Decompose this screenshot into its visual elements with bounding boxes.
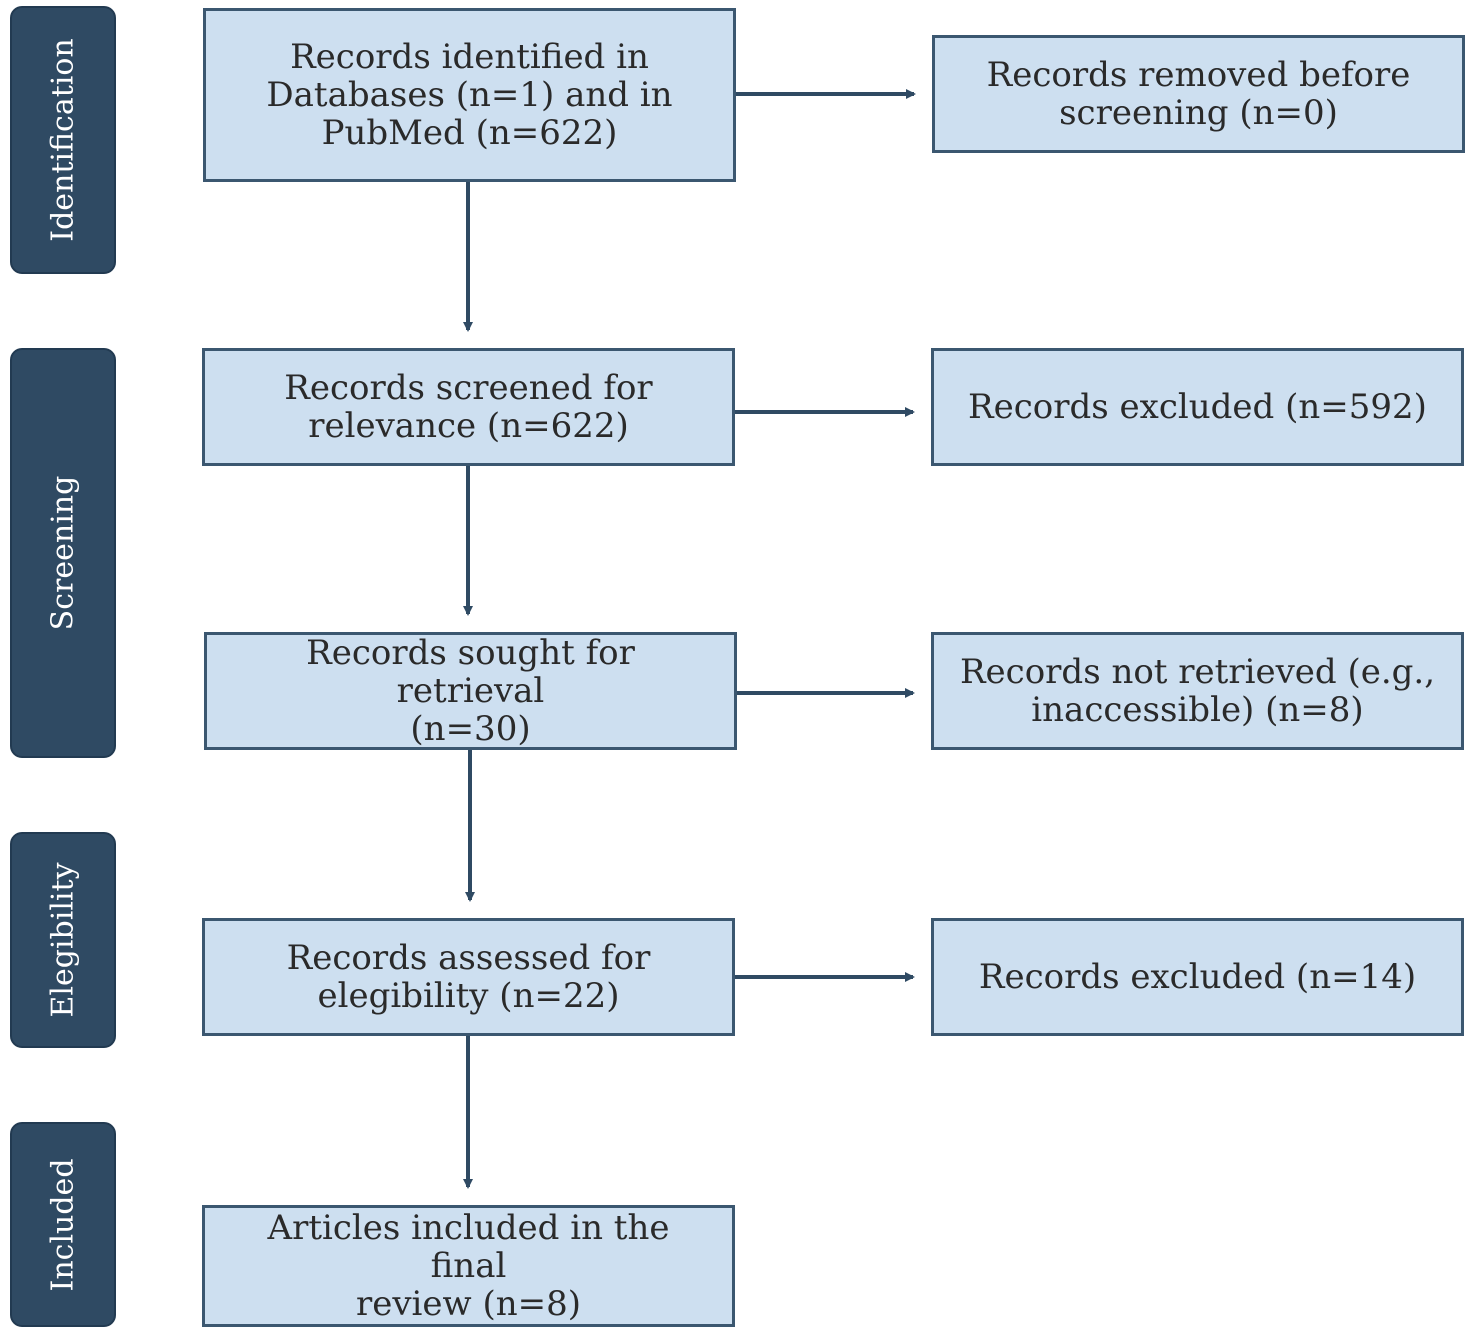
records-not-retrieved-text: Records not retrieved (e.g., inaccessibl… — [959, 652, 1436, 730]
stage-screening: Screening — [10, 348, 116, 758]
records-assessed-box: Records assessed for elegibility (n=22) — [202, 918, 735, 1036]
records-not-retrieved-box: Records not retrieved (e.g., inaccessibl… — [931, 632, 1464, 750]
records-sought-box: Records sought for retrieval (n=30) — [204, 632, 737, 750]
records-excluded-elegibility-box: Records excluded (n=14) — [931, 918, 1464, 1036]
records-removed-text: Records removed before screening (n=0) — [986, 55, 1411, 133]
articles-included-text: Articles included in the final review (n… — [267, 1208, 670, 1324]
stage-included: Included — [10, 1122, 116, 1327]
records-sought-text: Records sought for retrieval (n=30) — [306, 633, 635, 749]
records-excluded-screening-text: Records excluded (n=592) — [968, 387, 1427, 427]
records-excluded-screening-box: Records excluded (n=592) — [931, 348, 1464, 466]
articles-included-box: Articles included in the final review (n… — [202, 1205, 735, 1327]
records-identified-box: Records identified in Databases (n=1) an… — [203, 8, 736, 182]
records-screened-text: Records screened for relevance (n=622) — [284, 368, 653, 446]
records-excluded-elegibility-text: Records excluded (n=14) — [978, 957, 1417, 997]
records-assessed-text: Records assessed for elegibility (n=22) — [286, 938, 651, 1016]
records-identified-text: Records identified in Databases (n=1) an… — [266, 37, 673, 153]
stage-identification: Identification — [10, 6, 116, 274]
stage-elegibility: Elegibility — [10, 832, 116, 1048]
records-removed-box: Records removed before screening (n=0) — [932, 35, 1465, 153]
records-screened-box: Records screened for relevance (n=622) — [202, 348, 735, 466]
